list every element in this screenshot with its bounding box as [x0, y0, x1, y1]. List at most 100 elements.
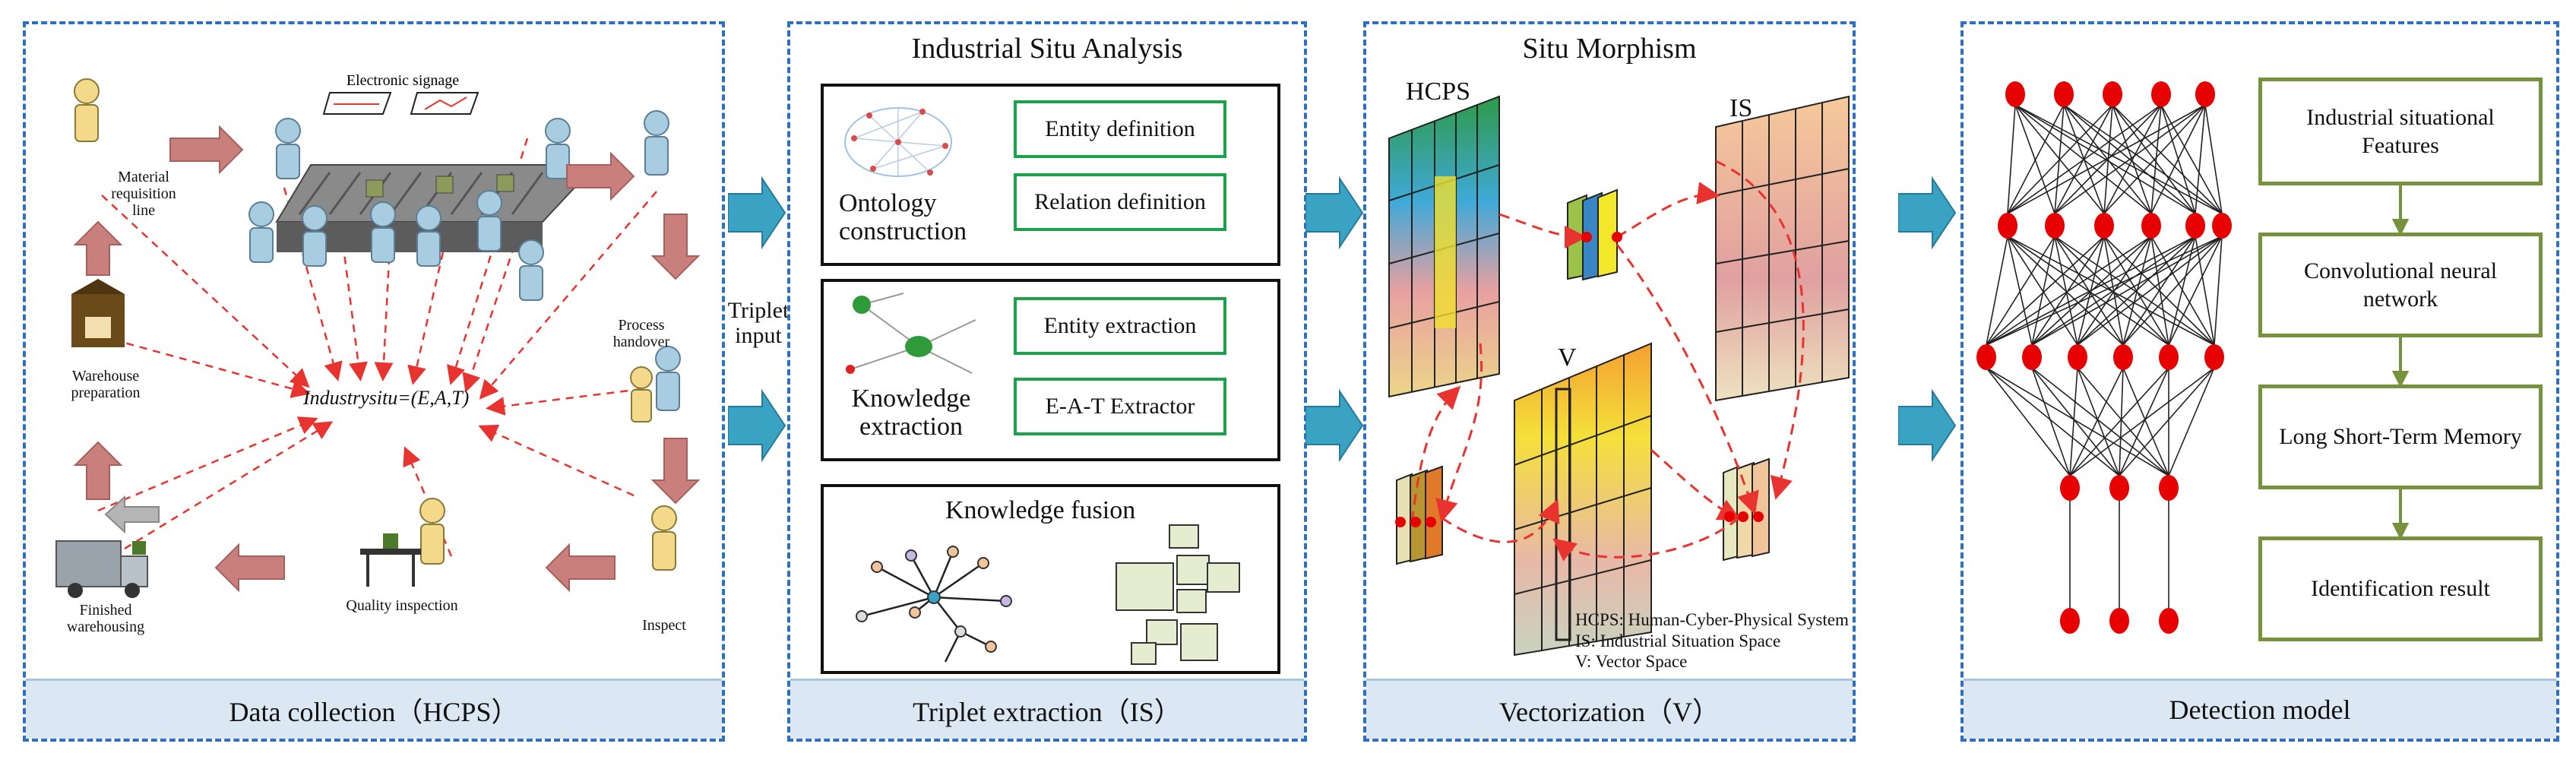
nn-node — [2005, 81, 2025, 107]
nn-edge — [2069, 367, 2078, 476]
nn-edge — [2150, 236, 2169, 346]
panel-triplet-extraction: Industrial Situ Analysis Ontology constr… — [787, 21, 1307, 742]
nn-edge — [2119, 367, 2169, 476]
nn-edge — [1986, 367, 2071, 476]
knowledge-graph-icon — [846, 293, 976, 374]
nn-node — [2159, 475, 2179, 501]
nn-edge — [2054, 104, 2162, 214]
nn-edge — [1986, 236, 2223, 346]
nn-edge — [2007, 104, 2113, 214]
nn-edge — [2054, 104, 2206, 214]
nn-node — [2195, 81, 2215, 107]
entity-extraction-box: Entity extraction — [1014, 297, 1226, 355]
nn-edge — [2007, 104, 2065, 214]
step-lstm: Long Short-Term Memory — [2258, 384, 2543, 489]
legend-hcps: HCPS: Human-Cyber-Physical System — [1575, 610, 1849, 629]
nn-node — [2060, 475, 2080, 501]
nn-edge — [2112, 104, 2152, 214]
nn-node — [2159, 608, 2179, 634]
nn-node — [2109, 475, 2129, 501]
nn-node — [1998, 213, 2017, 239]
nn-edge — [2007, 104, 2162, 214]
nn-edge — [2007, 104, 2016, 214]
nn-edge — [2014, 104, 2223, 214]
nn-edge — [2031, 367, 2169, 476]
nn-edge — [2069, 367, 2124, 476]
inspect-label: Inspect — [642, 617, 686, 634]
hcps-space-label: HCPS — [1406, 78, 1471, 106]
entity-definition-box: Entity definition — [1014, 100, 1226, 158]
nn-edge — [2077, 236, 2196, 346]
nn-node — [2103, 81, 2122, 107]
nn-edge — [2069, 367, 2169, 476]
industry-situ-formula: Industrysitu=(E,A,T) — [303, 387, 470, 409]
nn-edge — [2168, 367, 2215, 476]
nn-edge — [1986, 367, 2169, 476]
nn-edge — [2054, 236, 2169, 346]
nn-edge — [1986, 236, 2196, 346]
return-arrow — [104, 495, 160, 534]
quality-inspection-label: Quality inspection — [346, 597, 458, 614]
nn-edge — [2112, 104, 2223, 214]
factory-scene: Electronic signage — [55, 72, 701, 598]
nn-edge — [2077, 236, 2223, 346]
process-handover-label: Process handover — [612, 317, 670, 350]
space-legend: HCPS: Human-Cyber-Physical System IS: In… — [1575, 609, 1849, 672]
ontology-construction-label: Ontology construction — [839, 189, 967, 246]
nn-node — [2109, 608, 2129, 634]
triplet-extraction-footer: Triplet extraction（IS） — [790, 679, 1304, 739]
nn-edge — [2214, 236, 2223, 346]
legend-v: V: Vector Space — [1575, 652, 1688, 672]
nn-edge — [2054, 236, 2124, 346]
nn-edge — [2031, 367, 2071, 476]
nn-node — [2068, 344, 2087, 370]
neural-network — [1976, 81, 2232, 634]
nn-edge — [2031, 236, 2196, 346]
fusion-graph-icon — [856, 546, 1012, 663]
nn-edge — [2014, 104, 2055, 214]
situ-morphism-title: Situ Morphism — [1522, 33, 1697, 65]
electronic-signage-label: Electronic signage — [347, 72, 459, 89]
nn-edge — [2007, 236, 2124, 346]
detection-model-footer: Detection model — [1964, 679, 2556, 739]
nn-node — [2113, 344, 2133, 370]
nn-node — [2060, 608, 2080, 634]
nn-edge — [2054, 236, 2215, 346]
step-cnn: Convolutional neural network — [2258, 233, 2543, 337]
nn-edge — [2168, 236, 2223, 346]
relation-definition-box: Relation definition — [1014, 173, 1226, 231]
nn-edge — [2077, 367, 2169, 476]
nn-edge — [2007, 236, 2033, 346]
nn-edge — [2054, 236, 2078, 346]
nn-edge — [2119, 367, 2124, 476]
industrial-situ-analysis-title: Industrial Situ Analysis — [911, 33, 1183, 65]
fusion-blocks-icon — [1116, 524, 1240, 665]
nn-edge — [1986, 236, 2105, 346]
nn-edge — [2103, 104, 2206, 214]
triplet-input-label: Triplet input — [727, 298, 790, 348]
nn-node — [2204, 344, 2224, 370]
nn-node — [2022, 344, 2042, 370]
nn-edge — [2195, 104, 2206, 214]
panel-detection-model: Industrial situational Features Convolut… — [1960, 21, 2559, 742]
step-industrial-features: Industrial situational Features — [2258, 78, 2543, 185]
nn-edge — [2031, 236, 2223, 346]
nn-edge — [1986, 236, 2008, 346]
pipeline-arrows — [2391, 185, 2410, 540]
nn-edge — [2069, 367, 2215, 476]
nn-edge — [2007, 236, 2169, 346]
step-identification-result: Identification result — [2258, 536, 2543, 641]
nn-edge — [2204, 104, 2223, 214]
nn-edge — [2031, 236, 2055, 346]
warehouse-icon — [71, 279, 125, 347]
legend-is: IS: Industrial Situation Space — [1575, 631, 1781, 650]
knowledge-fusion-box: Knowledge fusion — [821, 484, 1280, 674]
nn-node — [2141, 213, 2161, 239]
ontology-construction-box: Ontology construction Entity definition … — [821, 84, 1280, 266]
knowledge-extraction-label: Knowledge extraction — [851, 384, 971, 441]
vectorize-arrows — [1305, 176, 1364, 463]
nn-edge — [2077, 367, 2120, 476]
electronic-signage — [322, 92, 479, 115]
worker-icons — [248, 110, 681, 411]
nn-node — [2151, 81, 2171, 107]
